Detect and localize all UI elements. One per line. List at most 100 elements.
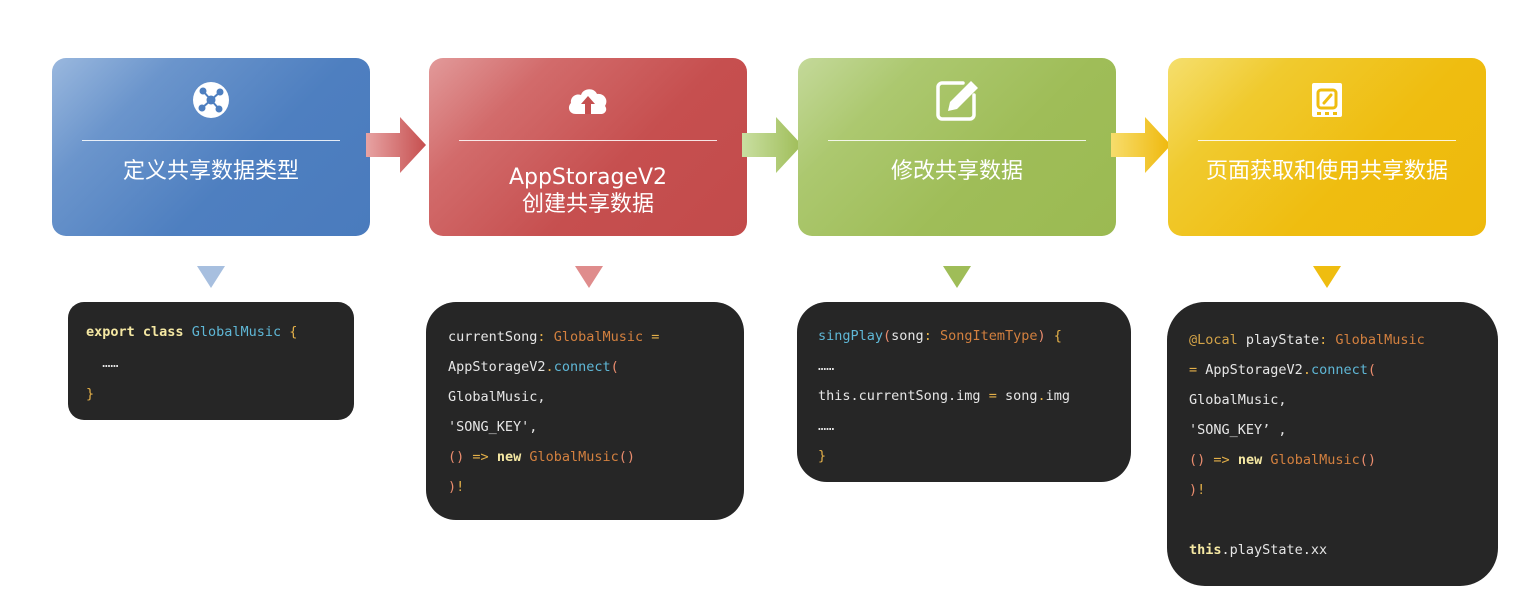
code-line: currentSong: GlobalMusic =: [448, 322, 744, 352]
code-line: }: [86, 379, 354, 410]
step-title-line: 定义共享数据类型: [122, 159, 299, 184]
step-title-line: AppStorageV2: [508, 165, 668, 190]
code-line: 'SONG_KEY’ ,: [1189, 415, 1498, 445]
divider: [828, 140, 1086, 141]
code-line: AppStorageV2.connect(: [448, 352, 744, 382]
code-paren: (: [1367, 362, 1377, 378]
code-operator: =: [651, 329, 660, 345]
code-function: singPlay: [818, 328, 884, 344]
code-identifier: AppStorageV2: [1205, 362, 1303, 378]
down-triangle-3: [943, 266, 971, 288]
step-create-shared-data: AppStorageV2 创建共享数据: [429, 58, 747, 236]
code-identifier: img: [1045, 388, 1071, 404]
code-brace: {: [289, 324, 298, 340]
code-punct: .: [1037, 388, 1046, 404]
step-modify-shared-data: 修改共享数据: [798, 58, 1116, 236]
code-keyword: class: [142, 324, 184, 340]
code-identifier: song: [891, 328, 924, 344]
code-identifier: song: [1004, 388, 1038, 404]
code-type: GlobalMusic: [529, 449, 619, 465]
flow-arrow-3: [1111, 117, 1171, 173]
step-title: 页面获取和使用共享数据: [1168, 158, 1486, 185]
code-line: this.playState.xx: [1189, 535, 1498, 565]
code-type: SongItemType: [939, 328, 1038, 344]
code-brace: }: [818, 448, 827, 464]
code-argument: GlobalMusic,: [448, 389, 546, 405]
code-identifier: this.currentSong.img: [818, 388, 981, 404]
code-punct: :: [923, 328, 932, 344]
code-method: connect: [553, 359, 611, 375]
network-hub-icon: [193, 82, 229, 118]
divider: [459, 140, 717, 141]
code-paren: ): [448, 479, 457, 495]
down-triangle-1: [197, 266, 225, 288]
code-punct: ,: [1278, 422, 1287, 438]
code-paren: (): [618, 449, 636, 465]
code-line: = AppStorageV2.connect(: [1189, 355, 1498, 385]
code-paren: (): [448, 449, 465, 465]
code-line: () => new GlobalMusic(): [448, 442, 744, 472]
code-string: 'SONG_KEY',: [448, 419, 538, 435]
code-punct: :: [537, 329, 546, 345]
edit-pencil-icon: [936, 81, 978, 121]
code-line: [1189, 505, 1498, 535]
code-line: GlobalMusic,: [1189, 385, 1498, 415]
code-identifier: currentSong: [448, 329, 538, 345]
code-line: ……: [818, 351, 1131, 381]
code-keyword: this: [1189, 542, 1222, 558]
code-line: ……: [86, 348, 354, 379]
code-operator: =>: [472, 449, 489, 465]
code-keyword: export: [86, 324, 135, 340]
code-line: GlobalMusic,: [448, 382, 744, 412]
code-punct: .: [1302, 362, 1311, 378]
cloud-upload-icon: [568, 89, 607, 114]
divider: [82, 140, 340, 141]
storage-card-icon: [1312, 83, 1342, 117]
code-punct: :: [1319, 332, 1328, 348]
code-identifier: playState: [1245, 332, 1320, 348]
code-line: 'SONG_KEY',: [448, 412, 744, 442]
code-operator: =>: [1213, 452, 1230, 468]
code-paren: ): [1037, 328, 1046, 344]
flow-arrow-2: [742, 117, 802, 173]
code-ellipsis: ……: [818, 418, 835, 434]
code-argument: GlobalMusic,: [1189, 392, 1287, 408]
code-ellipsis: ……: [818, 358, 835, 374]
code-line: )!: [1189, 475, 1498, 505]
flow-arrow-1: [366, 117, 426, 173]
code-line: )!: [448, 472, 744, 502]
code-line: this.currentSong.img = song.img: [818, 381, 1131, 411]
code-type: GlobalMusic: [553, 329, 644, 345]
down-triangle-4: [1313, 266, 1341, 288]
code-ellipsis: ……: [102, 355, 119, 371]
code-paren: ): [1189, 482, 1198, 498]
down-triangle-2: [575, 266, 603, 288]
code-line: @Local playState: GlobalMusic: [1189, 325, 1498, 355]
code-line: () => new GlobalMusic(): [1189, 445, 1498, 475]
code-paren: (: [883, 328, 892, 344]
step-title: AppStorageV2 创建共享数据: [429, 164, 747, 218]
code-line: export class GlobalMusic {: [86, 317, 354, 348]
step-define-type: 定义共享数据类型: [52, 58, 370, 236]
code-keyword: new: [496, 449, 522, 465]
code-brace: {: [1053, 328, 1062, 344]
code-brace: }: [86, 386, 95, 402]
step-title-line: 页面获取和使用共享数据: [1205, 159, 1448, 184]
step-title-line: 修改共享数据: [890, 159, 1023, 184]
code-punct: .: [545, 359, 554, 375]
code-type: GlobalMusic: [1270, 452, 1360, 468]
code-operator: !: [456, 479, 465, 495]
code-operator: !: [1197, 482, 1206, 498]
code-line: }: [818, 441, 1131, 471]
code-line: singPlay(song: SongItemType) {: [818, 321, 1131, 351]
code-string: 'SONG_KEY’: [1189, 422, 1271, 438]
code-keyword: new: [1237, 452, 1263, 468]
code-paren: (: [610, 359, 619, 375]
code-identifier: AppStorageV2: [448, 359, 546, 375]
code-identifier: .playState.xx: [1221, 542, 1328, 558]
step-title: 修改共享数据: [798, 158, 1116, 185]
code-line: ……: [818, 411, 1131, 441]
step-page-use-shared-data: 页面获取和使用共享数据: [1168, 58, 1486, 236]
code-block-define-class: export class GlobalMusic { …… }: [68, 302, 354, 420]
code-decorator: @Local: [1189, 332, 1238, 348]
